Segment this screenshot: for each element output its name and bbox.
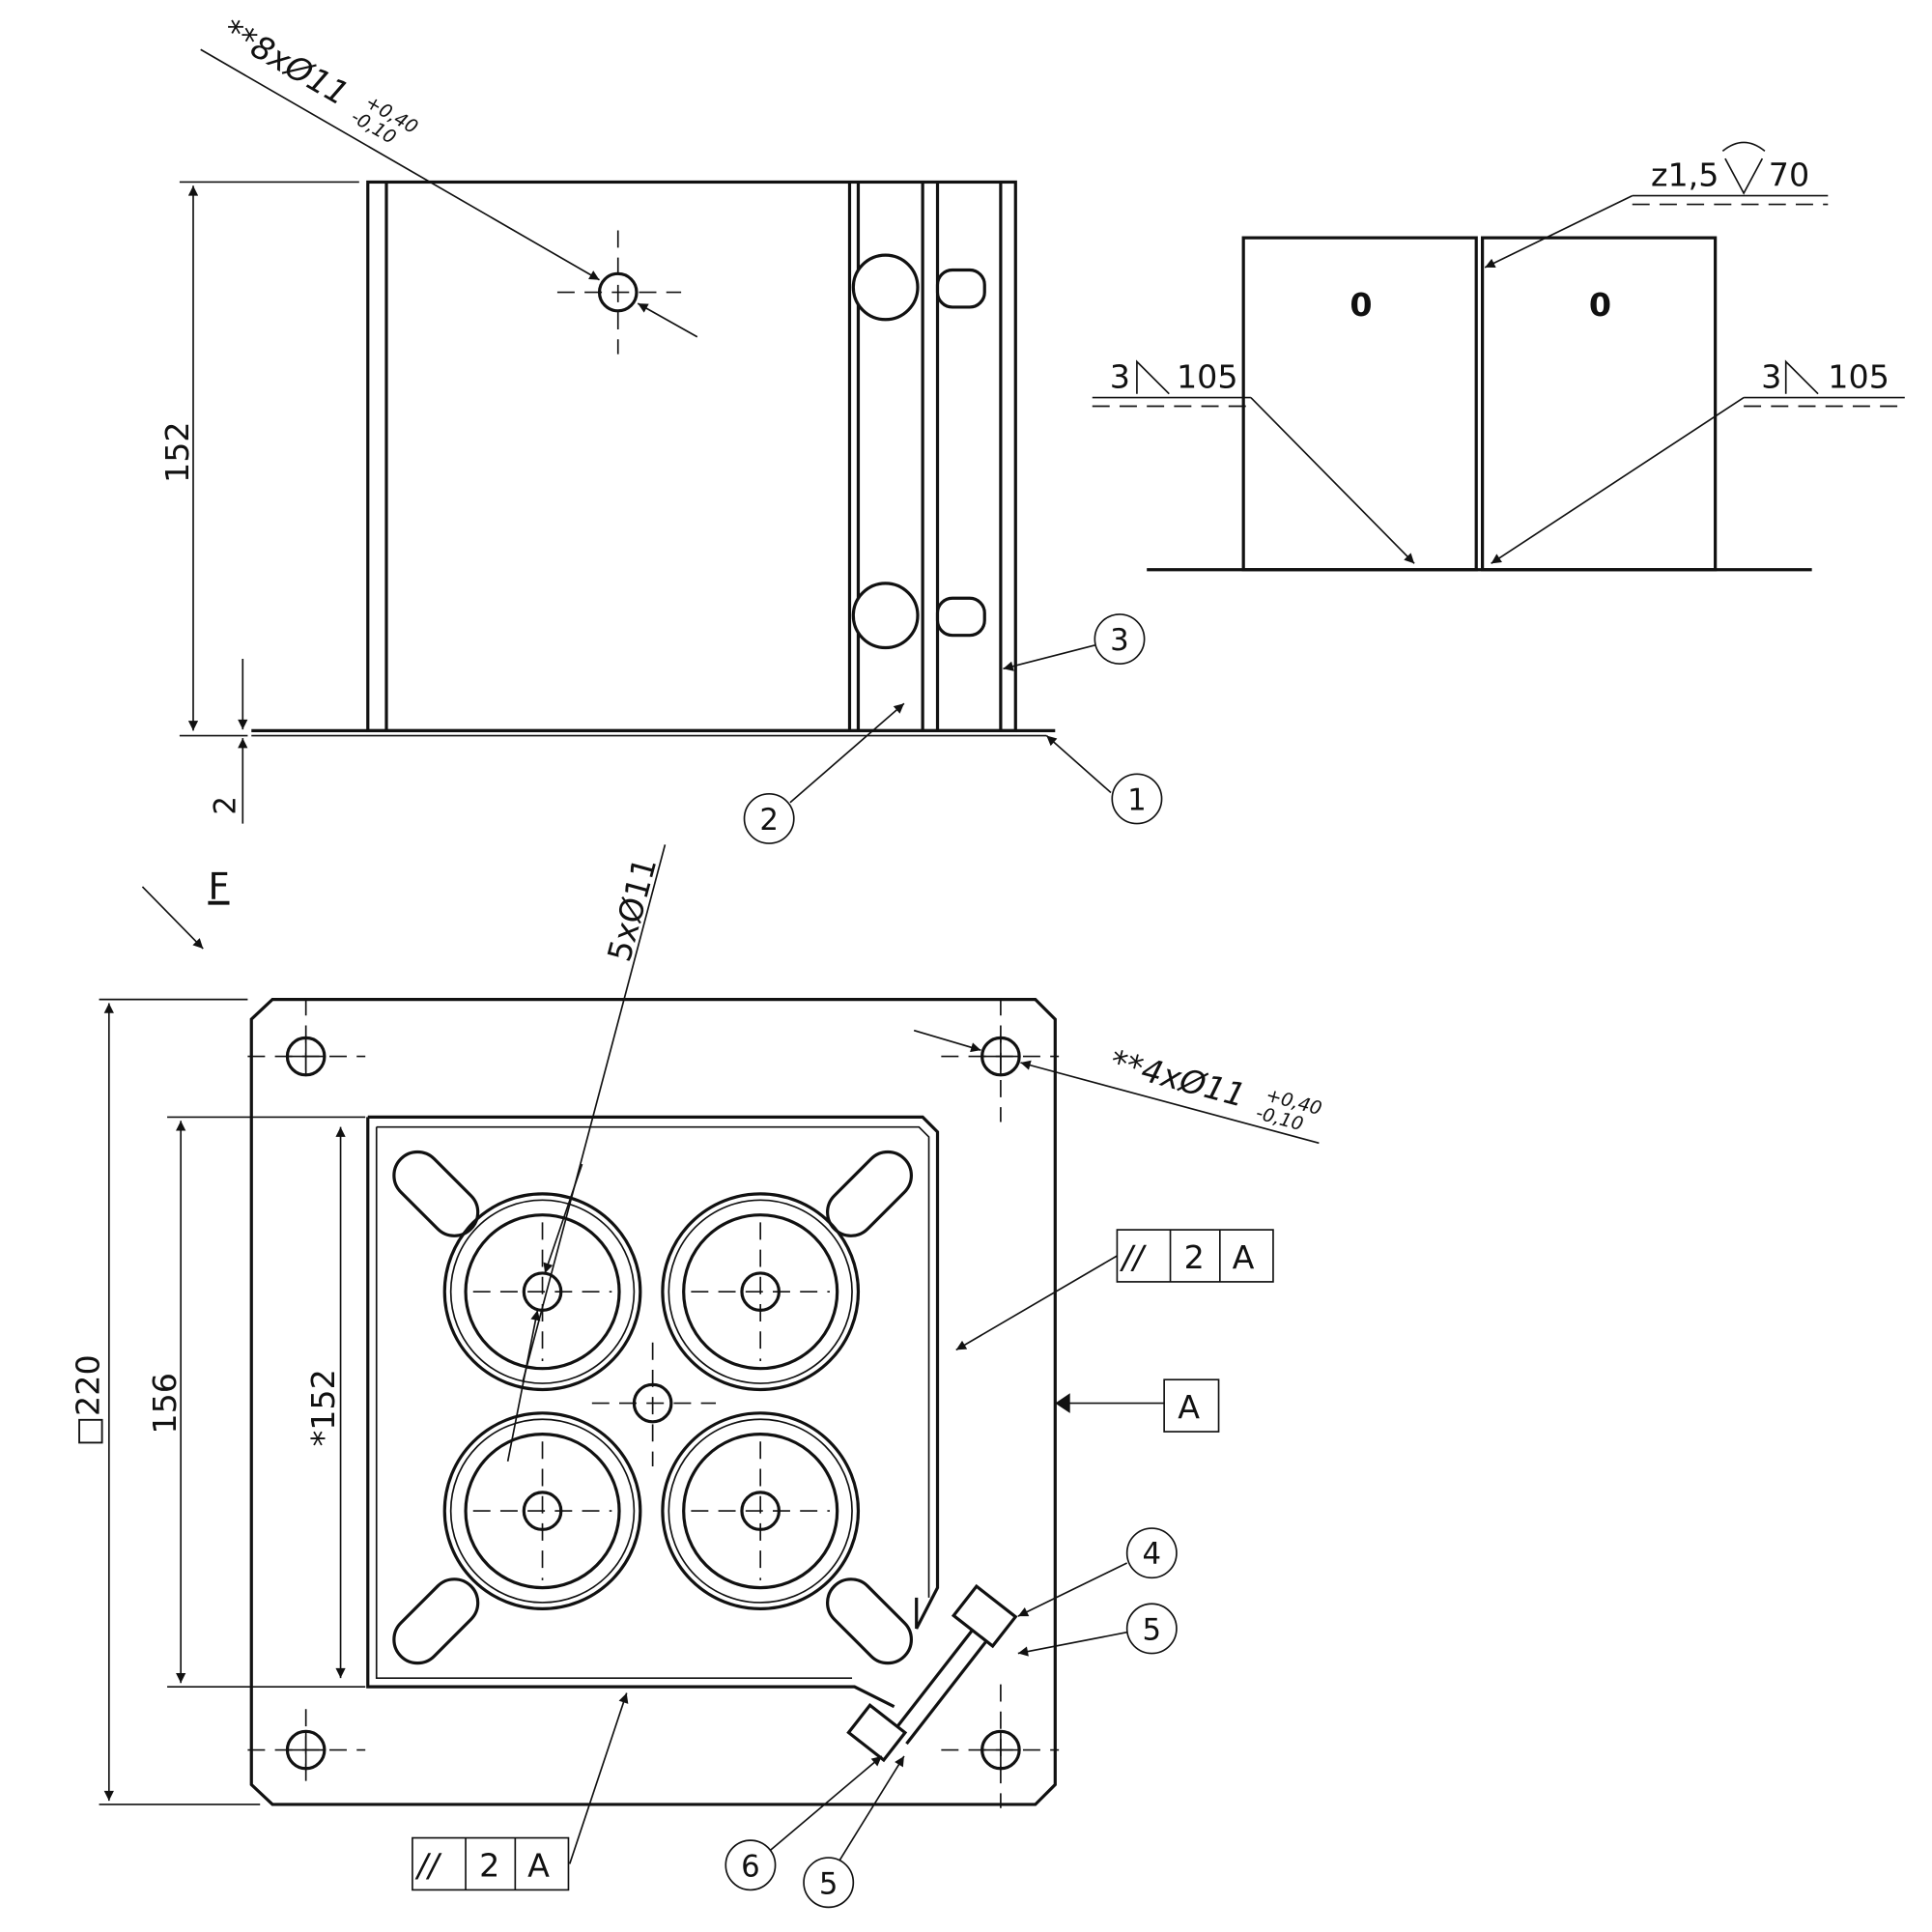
mark-right: 0 [1589,286,1611,324]
balloon-label: 5 [1143,1612,1162,1647]
front-view: **8xØ11 +0,40 -0,10 152 2 [158,12,1056,824]
parallelism-symbol: // [414,1846,442,1884]
mark-left: 0 [1350,286,1372,324]
weld-left-len: 105 [1177,357,1238,395]
balloon-2: 2 [743,702,905,844]
corner-holes [247,998,1060,1808]
corner-callout: **4xØ11 [1106,1042,1249,1115]
balloon-6: 6 [724,1755,883,1891]
bolt-lower [851,582,986,650]
holes-callout: 5xØ11 [600,854,664,966]
tolerance-frame-right: // 2 A [955,1229,1274,1351]
weld-top: z1,5 [1651,156,1719,193]
weld-top-len: 70 [1769,156,1809,193]
datum-a: A [1055,1378,1220,1433]
balloon-3: 3 [1003,613,1146,671]
balloon-1: 1 [1045,734,1163,825]
datum-label: A [1178,1388,1200,1426]
weld-left-size: 3 [1110,357,1130,395]
bottom-view: 5xØ11 **4xØ11 +0,40 -0,10 □220 156 *152 … [70,844,1324,1891]
dim-152: *152 [304,1369,342,1446]
balloon-5b: 5 [803,1755,905,1909]
thickness-dim: 2 [209,796,243,815]
side-view: 0 0 z1,5 70 3 105 3 105 [1092,141,1905,572]
bolt-upper [851,253,986,322]
slots [392,1150,913,1665]
parallelism-symbol: // [1120,1238,1148,1276]
view-label: F [208,866,229,909]
bushings [442,1192,861,1610]
tolerance-frame-bottom: // 2 A [412,1692,629,1891]
datum-ref: A [1233,1238,1255,1276]
balloon-label: 1 [1127,782,1147,817]
tolerance-value: 2 [479,1846,499,1884]
balloon-5a: 5 [1017,1603,1178,1657]
weld-right-len: 105 [1828,357,1889,395]
datum-ref: A [527,1846,550,1884]
height-dim: 152 [158,421,196,483]
balloon-label: 3 [1110,623,1129,658]
balloons: 1 2 3 4 5 5 6 [724,613,1178,1909]
tolerance-value: 2 [1184,1238,1205,1276]
bolt-assembly [846,1583,1018,1763]
balloon-label: 4 [1143,1537,1162,1572]
hole-callout: **8xØ11 [216,12,355,113]
weld-right-size: 3 [1761,357,1781,395]
balloon-label: 6 [741,1849,760,1884]
balloon-4: 4 [1017,1527,1178,1617]
view-arrow-f: F [141,866,230,950]
balloon-label: 2 [759,803,779,838]
balloon-label: 5 [819,1866,838,1901]
square-dim: □220 [70,1354,107,1446]
dim-156: 156 [146,1373,184,1435]
